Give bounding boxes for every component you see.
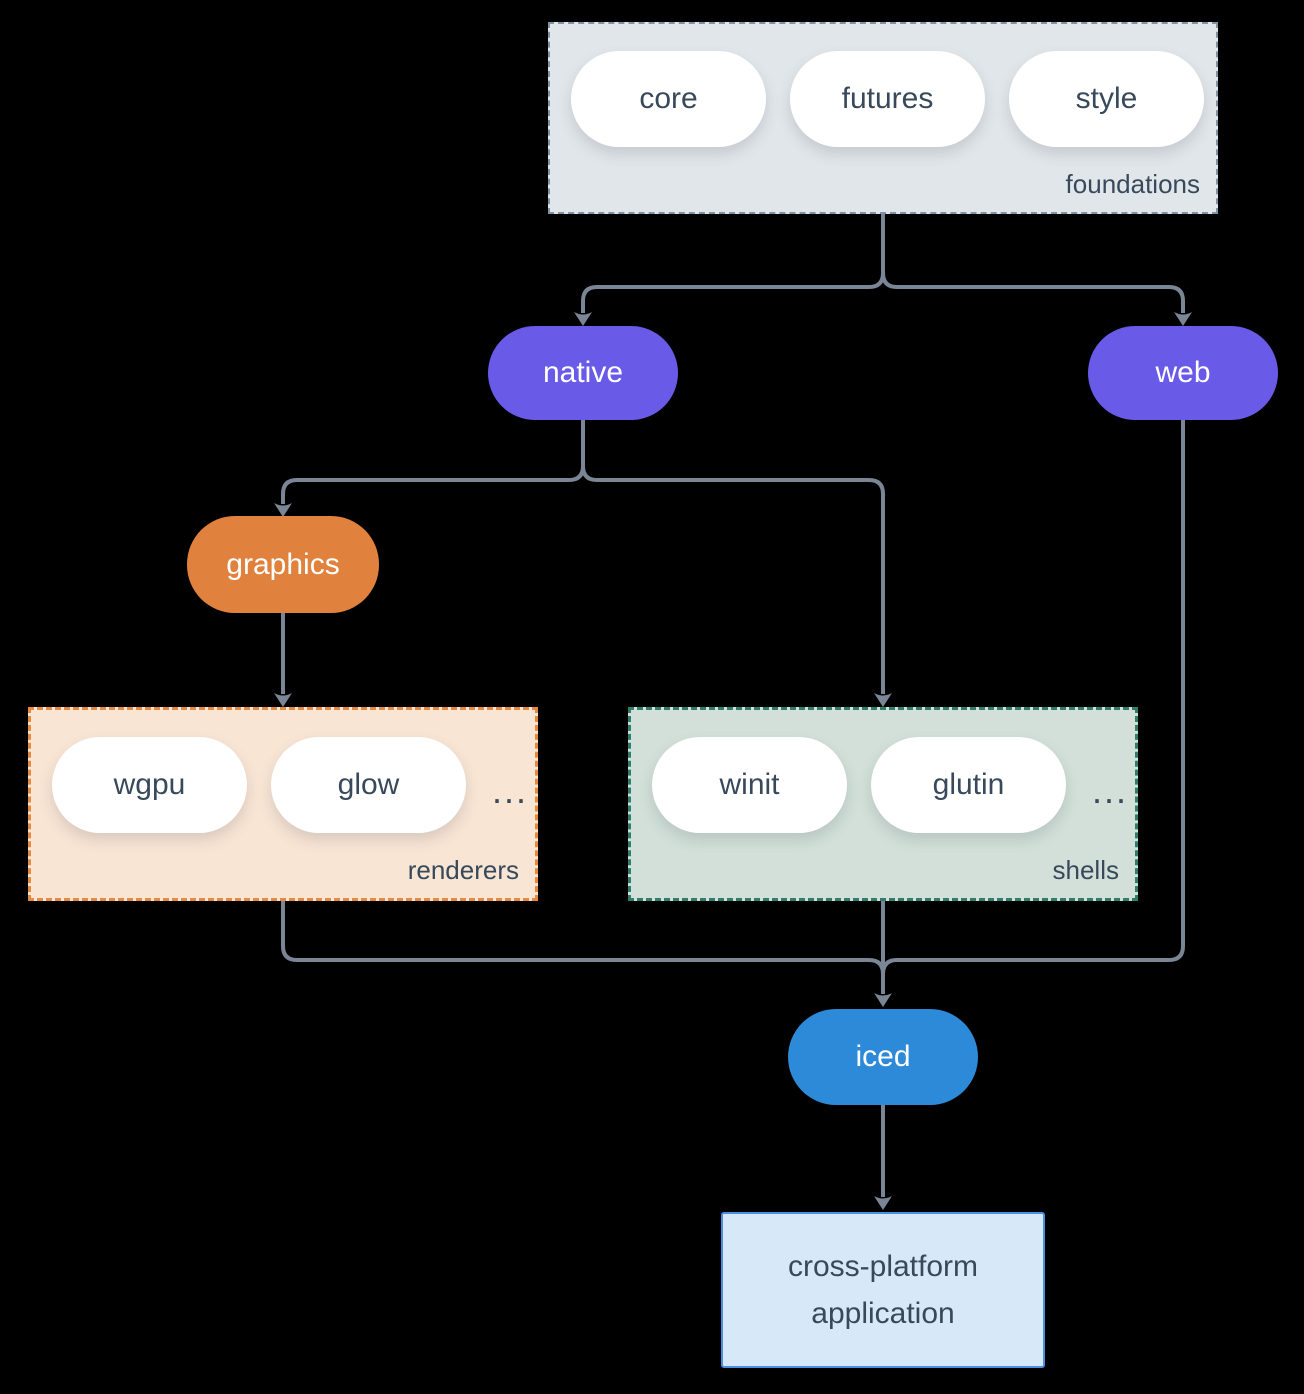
renderers-pill-row: wgpu glow ... [31, 710, 535, 833]
winit-pill: winit [652, 737, 847, 833]
glow-pill: glow [271, 737, 466, 833]
arrowhead-renderers [274, 693, 292, 707]
iced-node: iced [788, 1009, 978, 1105]
application-box: cross-platform application [721, 1212, 1045, 1368]
foundations-pill-row: core futures style [550, 24, 1216, 147]
edge-native-to-graphics [281, 420, 585, 504]
foundations-label: foundations [1065, 169, 1200, 199]
core-pill: core [571, 51, 766, 147]
futures-pill: futures [790, 51, 985, 147]
group-renderers: wgpu glow ... renderers [28, 707, 538, 901]
style-pill: style [1009, 51, 1204, 147]
edge-native-to-shells [581, 420, 885, 694]
web-node: web [1088, 326, 1278, 420]
arrowhead-application [874, 1196, 892, 1210]
group-shells: winit glutin ... shells [628, 707, 1138, 901]
wgpu-pill: wgpu [52, 737, 247, 833]
shells-pill-row: winit glutin ... [631, 710, 1135, 833]
edge-foundations-to-native [581, 214, 885, 313]
graphics-node: graphics [187, 516, 379, 613]
arrowhead-iced [874, 993, 892, 1007]
group-foundations: core futures style foundations [548, 22, 1218, 214]
arrowhead-native [574, 312, 592, 326]
glutin-pill: glutin [871, 737, 1066, 833]
shells-label: shells [1052, 855, 1119, 885]
application-label-line2: application [811, 1297, 955, 1330]
arrowhead-web [1174, 312, 1192, 326]
edge-foundations-to-web [881, 214, 1185, 313]
renderers-ellipsis: ... [492, 770, 529, 811]
arrowhead-shells [874, 693, 892, 707]
edge-renderers-to-iced [281, 901, 885, 994]
renderers-label: renderers [407, 855, 519, 885]
shells-ellipsis: ... [1092, 770, 1129, 811]
arrowhead-graphics [274, 503, 292, 517]
application-label-line1: cross-platform [787, 1250, 979, 1283]
native-node: native [488, 326, 678, 420]
